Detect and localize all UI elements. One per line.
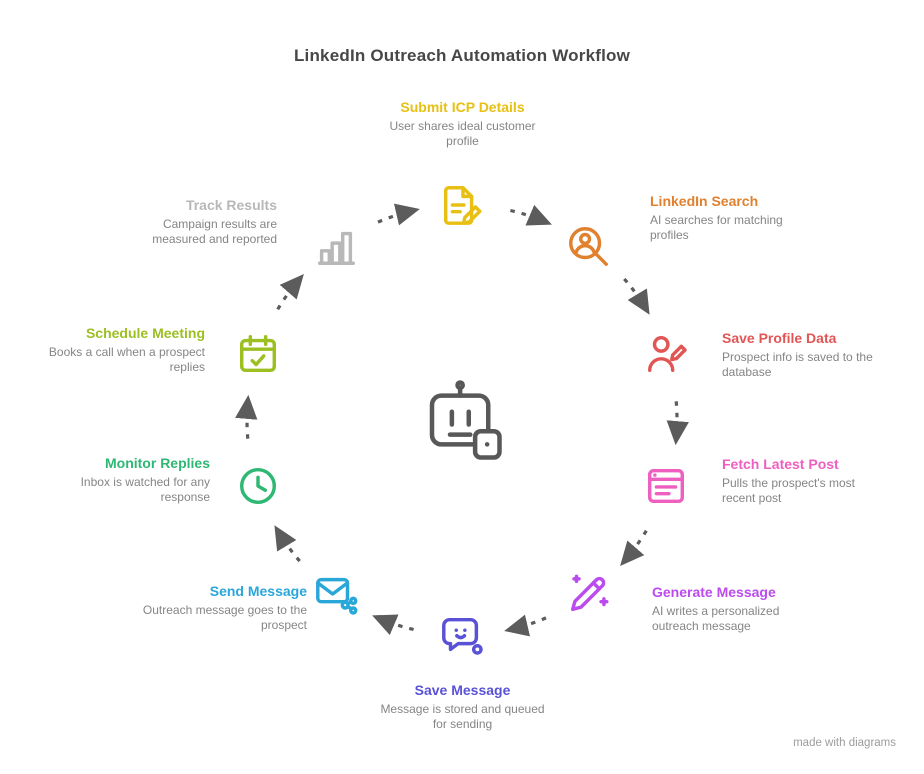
- node-desc: Inbox is watched for any: [80, 475, 210, 489]
- workflow-arrow: [377, 203, 420, 226]
- node-linkedin-search: LinkedIn Search AI searches for matching…: [650, 193, 835, 244]
- workflow-arrow: [666, 401, 689, 446]
- node-title: Monitor Replies: [104, 455, 210, 471]
- node-title: LinkedIn Search: [650, 193, 759, 209]
- node-desc: prospect: [260, 618, 307, 633]
- document-edit-icon: [438, 181, 486, 229]
- node-desc: for sending: [432, 717, 493, 732]
- envelope-share-icon: [312, 570, 360, 618]
- node-desc: Message is stored and queued: [380, 702, 545, 716]
- calendar-check-icon: [234, 330, 282, 378]
- node-title: Schedule Meeting: [85, 325, 205, 341]
- node-desc: database: [722, 365, 772, 380]
- robot-icon: [417, 375, 507, 465]
- workflow-arrow: [623, 277, 650, 315]
- node-desc: Pulls the prospect's most: [722, 476, 856, 490]
- node-fetch-latest-post: Fetch Latest Post Pulls the prospect's m…: [722, 456, 907, 507]
- user-edit-icon: [642, 330, 690, 378]
- node-desc: recent post: [722, 491, 782, 506]
- node-desc: Outreach message goes to the: [142, 603, 307, 617]
- node-title: Send Message: [209, 583, 307, 599]
- node-desc: User shares ideal customer: [389, 119, 536, 133]
- node-desc: replies: [169, 360, 205, 375]
- node-save-message: Save Message Message is stored and queue…: [370, 682, 555, 733]
- workflow-arrow: [276, 274, 304, 311]
- node-desc: AI searches for matching: [650, 213, 783, 227]
- node-monitor-replies: Monitor Replies Inbox is watched for any…: [25, 455, 210, 506]
- node-title: Submit ICP Details: [400, 99, 525, 115]
- node-desc: outreach message: [652, 619, 751, 634]
- workflow-arrow: [274, 525, 301, 563]
- workflow-arrow: [510, 204, 552, 226]
- node-title: Generate Message: [652, 584, 776, 600]
- workflow-arrow: [372, 614, 414, 636]
- bar-chart-icon: [312, 222, 360, 270]
- node-title: Save Message: [414, 682, 511, 698]
- post-document-icon: [642, 462, 690, 510]
- node-generate-message: Generate Message AI writes a personalize…: [652, 584, 837, 635]
- node-send-message: Send Message Outreach message goes to th…: [122, 583, 307, 634]
- page-title: LinkedIn Outreach Automation Workflow: [293, 46, 631, 65]
- node-title: Fetch Latest Post: [722, 456, 839, 472]
- node-desc: Books a call when a prospect: [48, 345, 205, 359]
- clock-icon: [234, 462, 282, 510]
- node-submit-icp: Submit ICP Details User shares ideal cus…: [370, 99, 555, 150]
- search-user-icon: [564, 222, 612, 270]
- watermark: made with diagrams: [793, 737, 896, 749]
- node-desc: Prospect info is saved to the: [722, 350, 873, 364]
- node-desc: profile: [446, 134, 479, 149]
- workflow-arrow: [504, 614, 547, 637]
- ai-pencil-icon: [564, 570, 612, 618]
- node-title: Save Profile Data: [722, 330, 837, 346]
- workflow-arrow: [620, 529, 648, 566]
- workflow-arrow: [235, 394, 258, 439]
- node-desc: response: [160, 490, 210, 505]
- node-title: Track Results: [185, 197, 277, 213]
- node-save-profile-data: Save Profile Data Prospect info is saved…: [722, 330, 907, 381]
- node-desc: profiles: [650, 228, 689, 243]
- node-schedule-meeting: Schedule Meeting Books a call when a pro…: [20, 325, 205, 376]
- chat-bubble-icon: [438, 611, 486, 659]
- node-desc: AI writes a personalized: [652, 604, 780, 618]
- node-desc: measured and reported: [152, 232, 277, 247]
- node-desc: Campaign results are: [162, 217, 277, 231]
- node-track-results: Track Results Campaign results are measu…: [92, 197, 277, 248]
